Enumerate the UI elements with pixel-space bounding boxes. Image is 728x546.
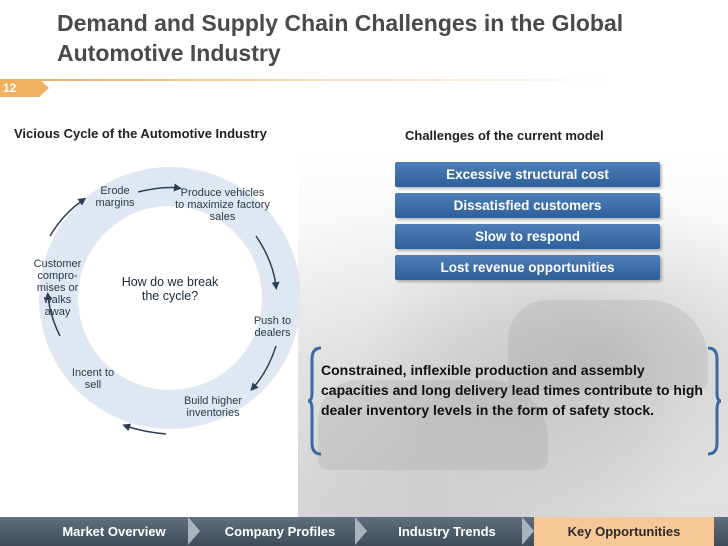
cycle-step-push: Push to dealers <box>250 315 295 339</box>
cycle-step-inventories: Build higher inventories <box>178 395 248 419</box>
nav-separator-icon <box>522 517 534 545</box>
challenge-box: Dissatisfied customers <box>395 193 660 218</box>
title-underline <box>0 79 728 81</box>
challenge-box: Excessive structural cost <box>395 162 660 187</box>
challenge-box: Slow to respond <box>395 224 660 249</box>
bracket-statement: Constrained, inflexible production and a… <box>321 360 716 420</box>
cycle-step-erode: Erode margins <box>90 185 140 209</box>
nav-item-key-opportunities[interactable]: Key Opportunities <box>534 517 714 546</box>
cycle-step-incent: Incent to sell <box>68 367 118 391</box>
cycle-heading: Vicious Cycle of the Automotive Industry <box>14 126 267 141</box>
slide-number-tab-arrow <box>39 79 49 97</box>
nav-separator-icon <box>355 517 367 545</box>
cycle-center-question: How do we break the cycle? <box>120 275 220 303</box>
nav-item-company-profiles[interactable]: Company Profiles <box>205 517 355 546</box>
challenges-heading: Challenges of the current model <box>405 128 604 143</box>
slide-title: Demand and Supply Chain Challenges in th… <box>57 8 677 68</box>
cycle-step-customer: Customer compro-mises or walks away <box>30 258 85 318</box>
cycle-step-produce: Produce vehicles to maximize factory sal… <box>175 187 270 223</box>
nav-item-market-overview[interactable]: Market Overview <box>40 517 188 546</box>
nav-item-industry-trends[interactable]: Industry Trends <box>372 517 522 546</box>
challenge-box: Lost revenue opportunities <box>395 255 660 280</box>
title-bar: Demand and Supply Chain Challenges in th… <box>0 0 728 80</box>
nav-separator-icon <box>188 517 200 545</box>
slide-number: 12 <box>3 79 16 97</box>
